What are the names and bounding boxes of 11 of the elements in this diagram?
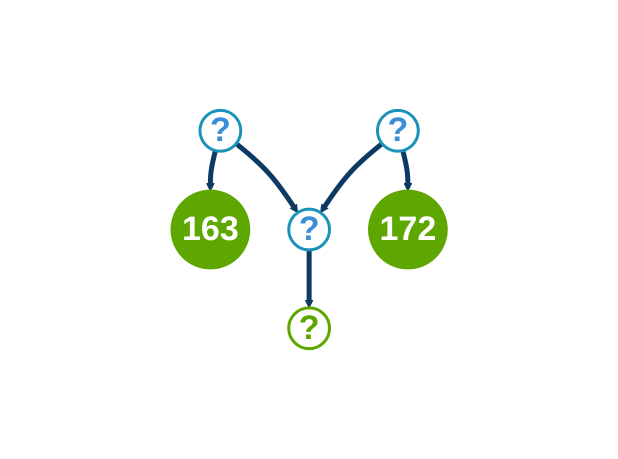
node-circle: ? [376, 108, 420, 153]
node-circle: 172 [368, 190, 448, 270]
node-circle: ? [198, 108, 242, 153]
node-circle: 163 [170, 190, 250, 270]
arrow [400, 150, 412, 192]
arrow [206, 150, 218, 192]
node-circle: ? [287, 208, 331, 252]
arrow [304, 250, 314, 308]
arrow [234, 142, 298, 213]
arrow [320, 142, 384, 213]
node-circle: ? [287, 306, 331, 350]
